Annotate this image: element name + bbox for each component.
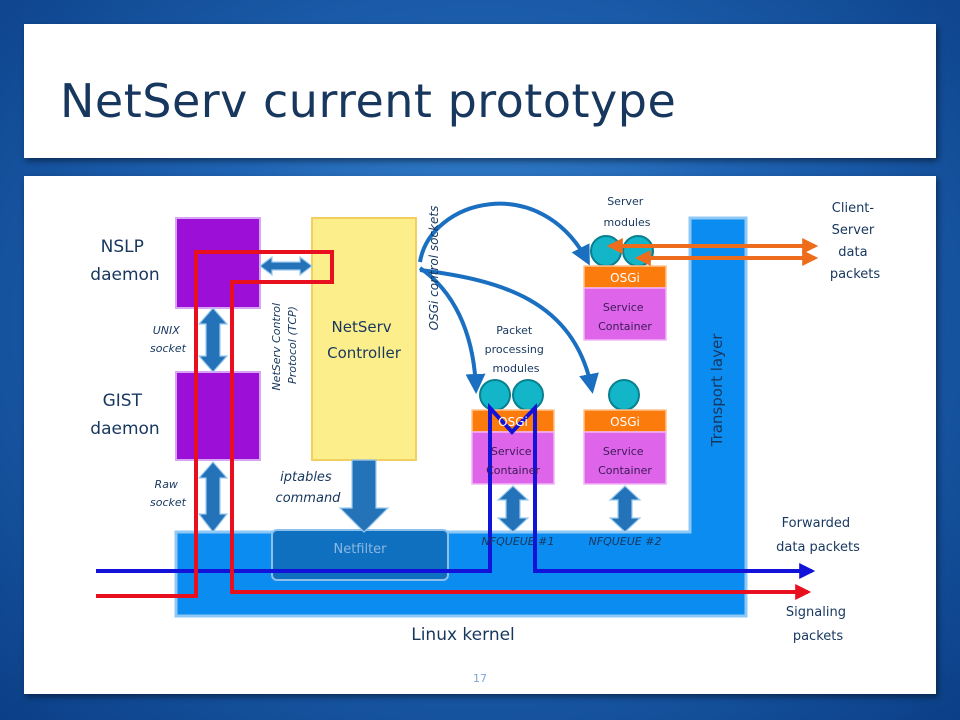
service-container-label: Service Container [486, 445, 540, 477]
nslp-daemon-box [175, 217, 261, 309]
linux-kernel-label: Linux kernel [411, 625, 515, 645]
packet-modules-label: Packet processing modules [485, 324, 548, 375]
netserv-controller-box [311, 217, 417, 461]
server-modules-label: Server modules [604, 195, 651, 229]
server-module-icon [622, 235, 654, 267]
service-container-label: Service Container [598, 301, 652, 333]
signaling-label: Signaling packets [786, 605, 850, 644]
osgi-socket-arrow-packet1 [418, 266, 486, 394]
transport-layer-label: Transport layer [708, 333, 726, 448]
unix-socket-arrow [197, 307, 229, 373]
second-service-container [583, 431, 667, 485]
osgi-label: OSGi [610, 415, 640, 429]
nfqueue2-arrow [608, 485, 642, 533]
raw-socket-label: Raw socket [150, 478, 187, 509]
packet-module-icon-2 [608, 379, 640, 411]
control-protocol-arrow [259, 255, 313, 277]
slide-title: NetServ current prototype [60, 74, 677, 128]
nslp-label: NSLP daemon [90, 237, 159, 285]
nfqueue2-label: NFQUEUE #2 [589, 535, 662, 548]
server-service-container [583, 287, 667, 341]
page-number: 17 [473, 672, 487, 685]
netfilter-box [271, 529, 449, 581]
packet-module-icon [512, 379, 544, 411]
server-module-icon [590, 235, 622, 267]
forwarded-data-path [96, 402, 816, 579]
iptables-label: iptables command [276, 470, 342, 506]
nfqueue1-label: NFQUEUE #1 [482, 535, 555, 548]
iptables-arrow [338, 459, 390, 533]
controller-label: NetServ Controller [327, 318, 402, 362]
raw-socket-arrow [197, 461, 229, 533]
osgi-socket-arrow-packet2 [419, 268, 599, 394]
service-container-label: Service Container [598, 445, 652, 477]
unix-socket-label: UNIX socket [150, 324, 187, 355]
packet-service-container [471, 431, 555, 485]
packet-module-icon [479, 379, 511, 411]
control-protocol-label: NetServ Control Protocol (TCP) [270, 299, 299, 390]
gist-daemon-box [175, 371, 261, 461]
osgi-label: OSGi [610, 271, 640, 285]
signaling-path [96, 250, 812, 600]
netfilter-label: Netfilter [333, 542, 387, 557]
osgi-sockets-label: OSGi control sockets [427, 206, 441, 331]
nfqueue1-arrow [496, 485, 530, 533]
osgi-label: OSGi [498, 415, 528, 429]
title-panel: NetServ current prototype [24, 24, 936, 158]
client-server-label: Client- Server data packets [830, 201, 881, 282]
gist-label: GIST daemon [90, 391, 159, 439]
osgi-socket-arrow-server [418, 201, 590, 266]
forwarded-label: Forwarded data packets [776, 516, 860, 555]
